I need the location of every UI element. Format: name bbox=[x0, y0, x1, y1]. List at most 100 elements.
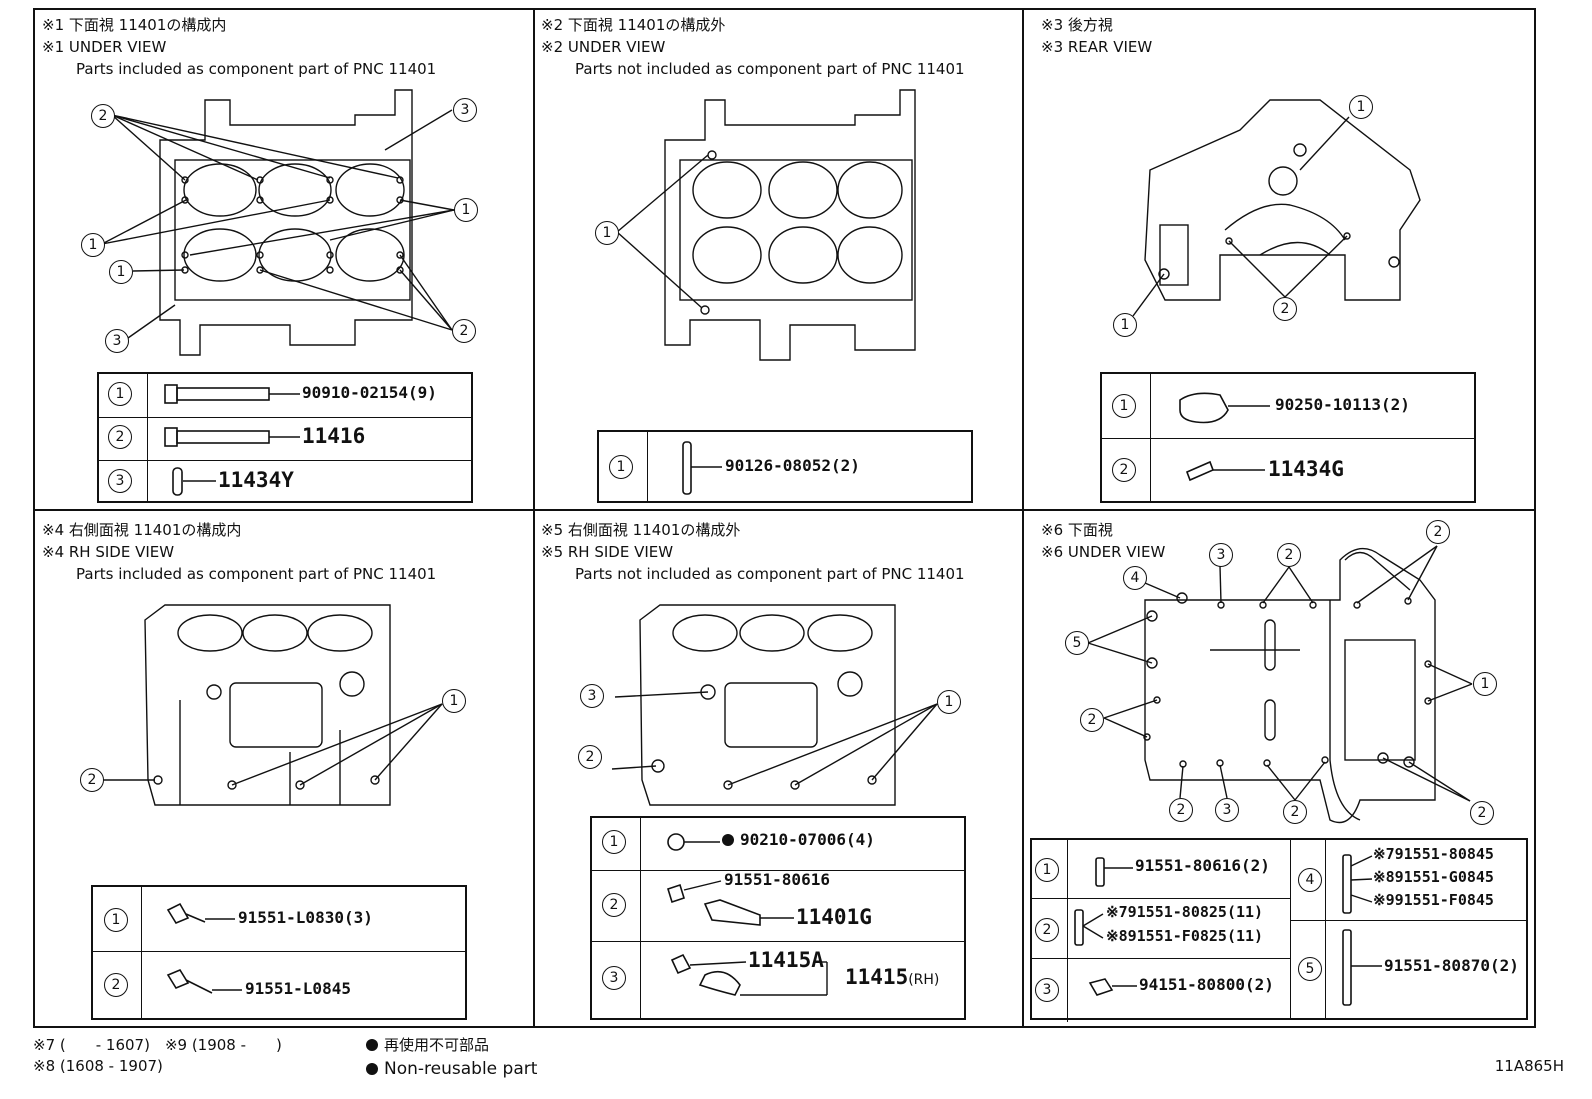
table-row-divider bbox=[99, 417, 471, 418]
diagram-frame bbox=[33, 8, 1536, 1028]
legend-jp-text: 再使用不可部品 bbox=[384, 1036, 490, 1054]
panel-6-pan-drawing bbox=[1087, 545, 1473, 824]
part-number: ※791551-80825(11) bbox=[1106, 903, 1264, 921]
divider-vertical-1 bbox=[533, 10, 535, 1026]
legend-en: Non-reusable part bbox=[366, 1059, 537, 1079]
panel-5-title-en: ※5 RH SIDE VIEW bbox=[541, 543, 674, 561]
table-col-divider bbox=[141, 887, 142, 1018]
callout-1: 1 bbox=[1473, 672, 1497, 696]
panel-4-title-en: ※4 RH SIDE VIEW bbox=[42, 543, 175, 561]
divider-horizontal bbox=[35, 509, 1534, 511]
table-col-divider bbox=[1290, 840, 1291, 1018]
part-number-text: 90210-07006(4) bbox=[740, 830, 875, 849]
part-suffix: (RH) bbox=[908, 972, 940, 988]
panel-6-title-jp: ※6 下面視 bbox=[1041, 521, 1113, 539]
callout-2: 2 bbox=[1273, 297, 1297, 321]
table-row-divider bbox=[1032, 898, 1290, 899]
callout-3: 3 bbox=[580, 684, 604, 708]
legend-jp: 再使用不可部品 bbox=[366, 1034, 489, 1055]
callout-4: 4 bbox=[1123, 566, 1147, 590]
callout-1: 1 bbox=[454, 198, 478, 222]
non-reusable-bullet-icon bbox=[722, 834, 734, 846]
callout-2: 2 bbox=[1426, 520, 1450, 544]
callout-3: 3 bbox=[1209, 543, 1233, 567]
table-row-divider bbox=[1032, 958, 1290, 959]
panel-5-header: ※5 右側面視 11401の構成外 ※5 RH SIDE VIEW Parts … bbox=[541, 519, 965, 585]
table-index-2: 2 bbox=[602, 893, 626, 917]
footer-range-7-9: ※7 ( - 1607) ※9 (1908 - ) bbox=[33, 1036, 282, 1054]
part-number: 91551-80870(2) bbox=[1384, 956, 1519, 975]
table-index-1: 1 bbox=[1112, 394, 1136, 418]
panel-3-parts-table bbox=[1100, 372, 1476, 503]
table-leader-lines bbox=[183, 393, 1382, 996]
panel-5-note: Parts not included as component part of … bbox=[575, 565, 965, 583]
part-number: 11434Y bbox=[218, 468, 294, 492]
panel-6-header: ※6 下面視 ※6 UNDER VIEW bbox=[1041, 519, 1165, 563]
legend-en-text: Non-reusable part bbox=[384, 1059, 538, 1079]
part-number: 91551-80616 bbox=[724, 870, 830, 889]
panel-2-title-en: ※2 UNDER VIEW bbox=[541, 38, 666, 56]
table-index-2: 2 bbox=[104, 973, 128, 997]
callout-3: 3 bbox=[105, 329, 129, 353]
table-row-divider bbox=[592, 941, 964, 942]
table-row-divider bbox=[99, 460, 471, 461]
part-number-text: 11415 bbox=[845, 965, 909, 989]
table-index-3: 3 bbox=[1035, 978, 1059, 1002]
part-number: ※891551-G0845 bbox=[1373, 868, 1494, 886]
table-col-divider bbox=[647, 432, 648, 501]
table-index-3: 3 bbox=[602, 966, 626, 990]
callout-3: 3 bbox=[453, 98, 477, 122]
callout-2: 2 bbox=[1277, 543, 1301, 567]
table-row-divider bbox=[592, 870, 964, 871]
panel-1-title-en: ※1 UNDER VIEW bbox=[42, 38, 167, 56]
table-row-divider bbox=[1102, 438, 1474, 439]
table-index-1: 1 bbox=[609, 455, 633, 479]
part-number: 91551-80616(2) bbox=[1135, 856, 1270, 875]
callout-3: 3 bbox=[1215, 798, 1239, 822]
table-index-1: 1 bbox=[108, 382, 132, 406]
table-col-divider bbox=[1150, 374, 1151, 501]
panel-2-note: Parts not included as component part of … bbox=[575, 60, 965, 78]
table-index-2: 2 bbox=[1035, 918, 1059, 942]
callout-1: 1 bbox=[1349, 95, 1373, 119]
table-col-divider bbox=[147, 374, 148, 501]
table-col-divider bbox=[1067, 840, 1068, 1022]
panel-2-title-jp: ※2 下面視 11401の構成外 bbox=[541, 16, 726, 34]
panel-1-title-jp: ※1 下面視 11401の構成内 bbox=[42, 16, 227, 34]
panel-4-parts-table bbox=[91, 885, 467, 1020]
panel-2-header: ※2 下面視 11401の構成外 ※2 UNDER VIEW Parts not… bbox=[541, 14, 965, 80]
callout-2: 2 bbox=[452, 319, 476, 343]
table-index-3: 3 bbox=[108, 469, 132, 493]
table-index-4: 4 bbox=[1298, 868, 1322, 892]
table-index-5: 5 bbox=[1298, 957, 1322, 981]
panel-4-side-drawing bbox=[102, 604, 443, 806]
panel-3-rear-drawing bbox=[1132, 99, 1421, 317]
table-index-1: 1 bbox=[602, 830, 626, 854]
part-number: 11401G bbox=[796, 905, 872, 929]
table-index-1: 1 bbox=[1035, 858, 1059, 882]
panel-4-note: Parts included as component part of PNC … bbox=[76, 565, 437, 583]
callout-2: 2 bbox=[1080, 708, 1104, 732]
non-reusable-bullet-icon bbox=[366, 1039, 378, 1051]
panel-5-title-jp: ※5 右側面視 11401の構成外 bbox=[541, 521, 741, 539]
callout-2: 2 bbox=[80, 768, 104, 792]
part-number: 90210-07006(4) bbox=[722, 830, 875, 849]
panel-1-block-drawing bbox=[101, 89, 455, 356]
part-number: 90910-02154(9) bbox=[302, 383, 437, 402]
non-reusable-bullet-icon bbox=[366, 1063, 378, 1075]
divider-vertical-2 bbox=[1022, 10, 1024, 1026]
callout-1: 1 bbox=[937, 690, 961, 714]
callout-5: 5 bbox=[1065, 631, 1089, 655]
illustration-code: 11A865H bbox=[1494, 1057, 1564, 1075]
callout-1: 1 bbox=[595, 221, 619, 245]
callout-2: 2 bbox=[1169, 798, 1193, 822]
callout-1: 1 bbox=[81, 233, 105, 257]
panel-4-header: ※4 右側面視 11401の構成内 ※4 RH SIDE VIEW Parts … bbox=[42, 519, 436, 585]
panel-2-parts-table bbox=[597, 430, 973, 503]
callout-2: 2 bbox=[578, 745, 602, 769]
panel-2-block-drawing bbox=[616, 89, 916, 361]
table-col-divider bbox=[640, 818, 641, 1018]
panel-5-side-drawing bbox=[611, 604, 938, 806]
table-index-1: 1 bbox=[104, 908, 128, 932]
part-number: 91551-L0830(3) bbox=[238, 908, 373, 927]
